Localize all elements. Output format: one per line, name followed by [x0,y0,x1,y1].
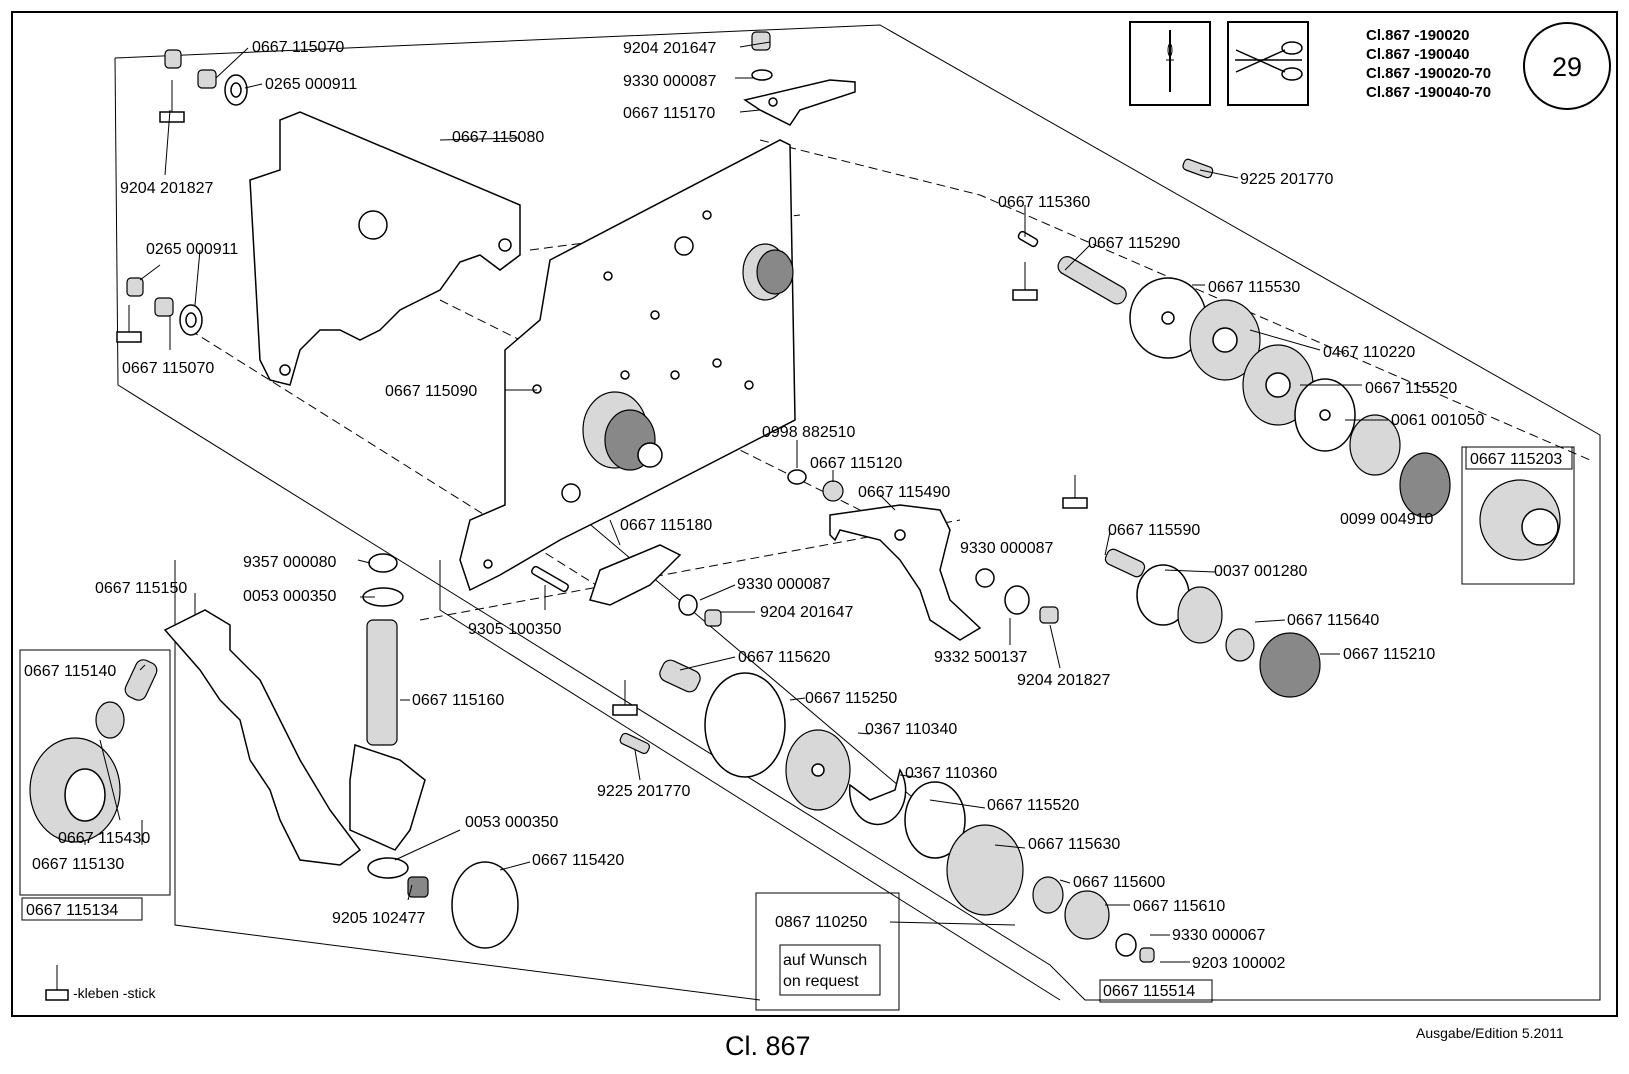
label-p47: 0053 000350 [465,814,559,831]
label-p31: 0667 115150 [95,580,187,597]
label-p45: 0667 115430 [58,830,150,847]
part-labels: 0667 115070 0265 000911 0667 115080 9204… [24,39,1562,1000]
request-line-de: auf Wunsch [783,952,867,969]
label-p34: 9204 201827 [1017,672,1111,689]
page-frame [11,11,1618,1017]
label-p22: 0667 115490 [858,484,950,501]
label-p18: 0099 004910 [1340,511,1434,528]
label-p23: 0667 115180 [620,517,712,534]
label-p25: 9330 000087 [737,576,831,593]
request-line-en: on request [783,973,859,990]
label-p29: 9357 000080 [243,554,337,571]
label-p32: 9305 100350 [468,621,562,638]
scissors-box [1227,21,1309,106]
label-p09: 0667 115170 [623,105,715,122]
class-line-4: Cl.867 -190040-70 [1366,84,1491,101]
label-p03: 0667 115080 [452,129,544,146]
label-p42: 9225 201770 [597,783,691,800]
label-p39: 0667 115160 [412,692,504,709]
label-p40: 0667 115250 [805,690,897,707]
class-line-3: Cl.867 -190020-70 [1366,65,1491,82]
class-line-1: Cl.867 -190020 [1366,27,1469,44]
label-p52: 9205 102477 [332,910,426,927]
label-p20: 0998 882510 [762,424,856,441]
label-p36: 0667 115210 [1343,646,1435,663]
label-p33: 9332 500137 [934,649,1028,666]
stick-legend-label: -kleben -stick [73,985,156,1001]
label-p54: 0667 115610 [1133,898,1225,915]
label-p56: 9203 100002 [1192,955,1286,972]
label-p55: 9330 000067 [1172,927,1266,944]
label-p26: 9204 201647 [760,604,854,621]
scissors-icon [1235,41,1303,81]
footer-title: Cl. 867 [725,1031,811,1061]
label-p48: 0667 115630 [1028,836,1120,853]
label-p04: 9204 201827 [120,180,214,197]
needle-icon [1166,30,1174,92]
label-p28: 0037 001280 [1214,563,1308,580]
label-p49: 0667 115134 [26,902,118,919]
label-p12: 0667 115290 [1088,235,1180,252]
label-p02: 0265 000911 [265,76,357,93]
part-shapes [19,31,1575,1011]
label-p13: 0667 115530 [1208,279,1300,296]
label-p08: 9330 000087 [623,73,717,90]
label-p30: 0053 000350 [243,588,337,605]
label-p01: 0667 115070 [252,39,344,56]
label-p06: 0667 115070 [122,360,214,377]
page-number-circle [1523,22,1611,110]
label-p05: 0265 000911 [146,241,238,258]
label-p44: 0667 115520 [987,797,1079,814]
label-p57: 0667 115514 [1103,983,1195,1000]
label-p14: 0467 110220 [1323,344,1415,361]
label-p19: 0667 115090 [385,383,477,400]
label-p16: 0061 001050 [1391,412,1485,429]
label-p24: 9330 000087 [960,540,1054,557]
label-p37: 0667 115140 [24,663,116,680]
leader-lines [84,41,1388,963]
label-p15: 0667 115520 [1365,380,1457,397]
page-number: 29 [1552,52,1582,82]
label-p50: 0667 115420 [532,852,624,869]
label-p27: 0667 115590 [1108,522,1200,539]
label-p51: 0667 115600 [1073,874,1165,891]
label-p43: 0367 110360 [905,765,997,782]
label-p10: 9225 201770 [1240,171,1334,188]
label-p17: 0667 115203 [1470,451,1562,468]
footer-edition: Ausgabe/Edition 5.2011 [1416,1025,1564,1041]
class-line-2: Cl.867 -190040 [1366,46,1469,63]
label-p46: 0667 115130 [32,856,124,873]
label-p07: 9204 201647 [623,40,717,57]
label-p21: 0667 115120 [810,455,902,472]
label-p11: 0667 115360 [998,194,1090,211]
label-p35: 0667 115640 [1287,612,1379,629]
needle-box [1129,21,1211,106]
label-p38: 0667 115620 [738,649,830,666]
label-p41: 0367 110340 [865,721,957,738]
label-p53: 0867 110250 [775,914,867,931]
